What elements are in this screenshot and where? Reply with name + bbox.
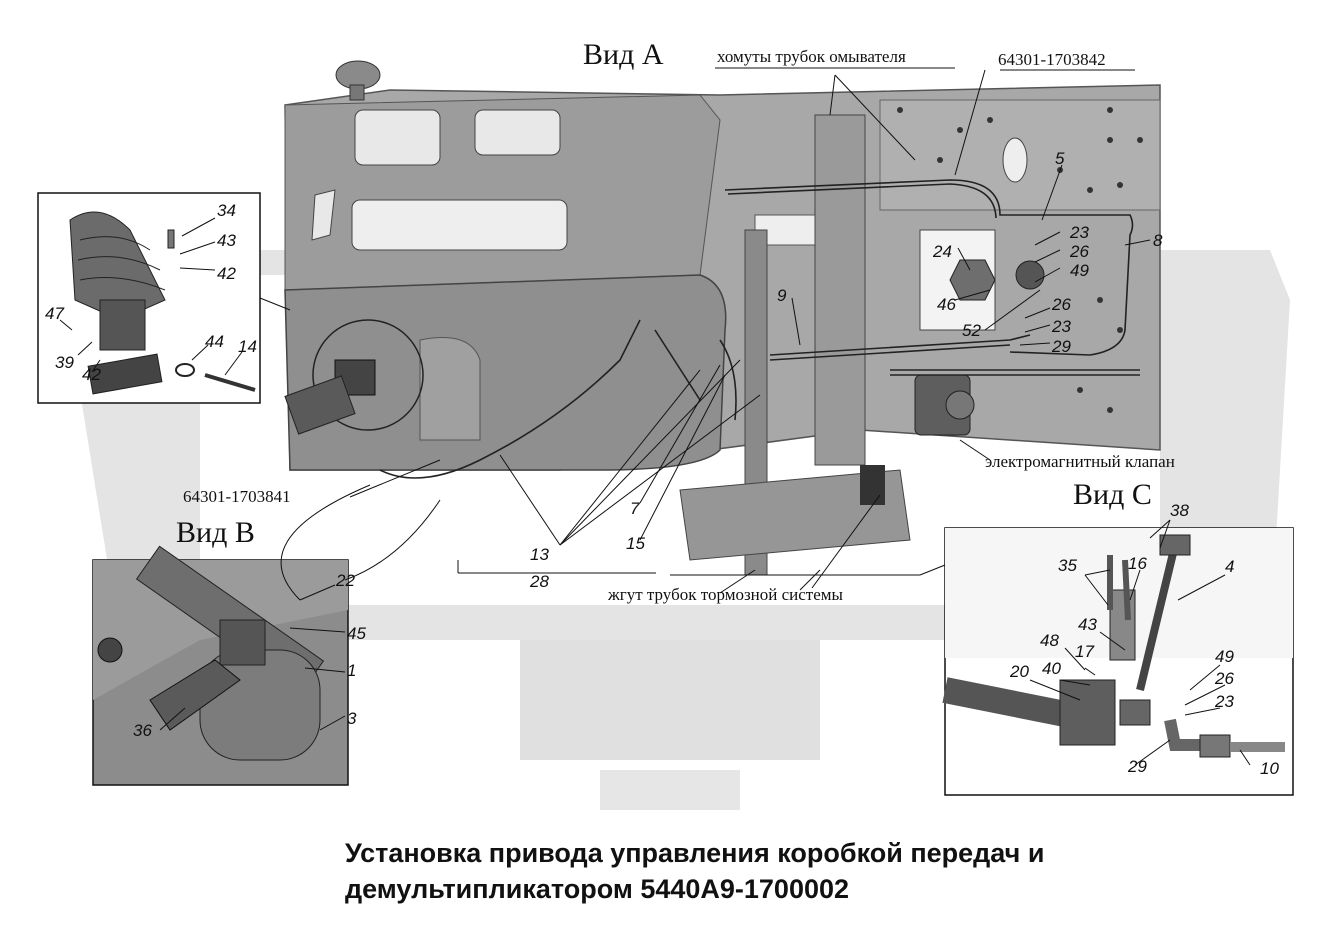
- part-number-top: 64301-1703842: [998, 50, 1106, 69]
- callout-29c: 29: [1128, 757, 1147, 776]
- callout-23b: 23: [1052, 317, 1071, 336]
- inset-b: [92, 545, 349, 786]
- callout-10: 10: [1260, 759, 1279, 778]
- callout-29: 29: [1052, 337, 1071, 356]
- callout-49c: 49: [1215, 647, 1234, 666]
- callout-26: 26: [1070, 242, 1089, 261]
- brake-harness-note: жгут трубок тормозной системы: [608, 585, 843, 604]
- callout-7: 7: [630, 499, 640, 518]
- callout-49: 49: [1070, 261, 1089, 280]
- cab-wall: [284, 60, 1161, 576]
- callout-47: 47: [45, 304, 64, 323]
- callout-23c: 23: [1215, 692, 1234, 711]
- callout-4: 4: [1225, 557, 1235, 576]
- view-a-label: Вид А: [583, 38, 664, 71]
- callout-15: 15: [626, 534, 645, 553]
- inset-c: [942, 519, 1294, 796]
- callout-46: 46: [937, 295, 956, 314]
- callout-45: 45: [347, 624, 366, 643]
- solenoid-valve-note: электромагнитный клапан: [985, 452, 1175, 471]
- leaders: [349, 67, 1151, 594]
- callout-24: 24: [933, 242, 952, 261]
- callout-39: 39: [55, 353, 74, 372]
- callout-20: 20: [1010, 662, 1029, 681]
- callout-26c: 26: [1215, 669, 1234, 688]
- callout-43c: 43: [1078, 615, 1097, 634]
- washer-clamps-note: хомуты трубок омывателя: [717, 47, 906, 66]
- callout-13: 13: [530, 545, 549, 564]
- callout-35: 35: [1058, 556, 1077, 575]
- callout-23: 23: [1070, 223, 1089, 242]
- caption-line-1: Установка привода управления коробкой пе…: [345, 838, 1045, 868]
- callout-42: 42: [217, 264, 236, 283]
- inset-top-left: [37, 192, 261, 404]
- callout-1: 1: [347, 661, 357, 680]
- callout-44: 44: [205, 332, 224, 351]
- callout-34: 34: [217, 201, 236, 220]
- callout-42b: 42: [82, 365, 101, 384]
- tubes: [379, 179, 1140, 479]
- view-c-label: Вид С: [1073, 478, 1152, 511]
- callout-8: 8: [1153, 231, 1163, 250]
- callout-3: 3: [347, 709, 357, 728]
- callout-22: 22: [336, 571, 355, 590]
- callout-9: 9: [777, 286, 787, 305]
- view-b-label: Вид B: [176, 516, 255, 549]
- callout-14: 14: [238, 337, 257, 356]
- callout-17: 17: [1075, 642, 1094, 661]
- figure-caption: Установка привода управления коробкой пе…: [345, 835, 1044, 907]
- callout-28: 28: [530, 572, 549, 591]
- callout-40: 40: [1042, 659, 1061, 678]
- callout-43: 43: [217, 231, 236, 250]
- callout-16: 16: [1128, 554, 1147, 573]
- callout-5: 5: [1055, 149, 1065, 168]
- callout-38: 38: [1170, 501, 1189, 520]
- callout-36: 36: [133, 721, 152, 740]
- caption-line-2: демультипликатором 5440А9-1700002: [345, 874, 850, 904]
- part-number-left: 64301-1703841: [183, 487, 291, 506]
- callout-52: 52: [962, 321, 981, 340]
- callout-48: 48: [1040, 631, 1059, 650]
- callout-26b: 26: [1052, 295, 1071, 314]
